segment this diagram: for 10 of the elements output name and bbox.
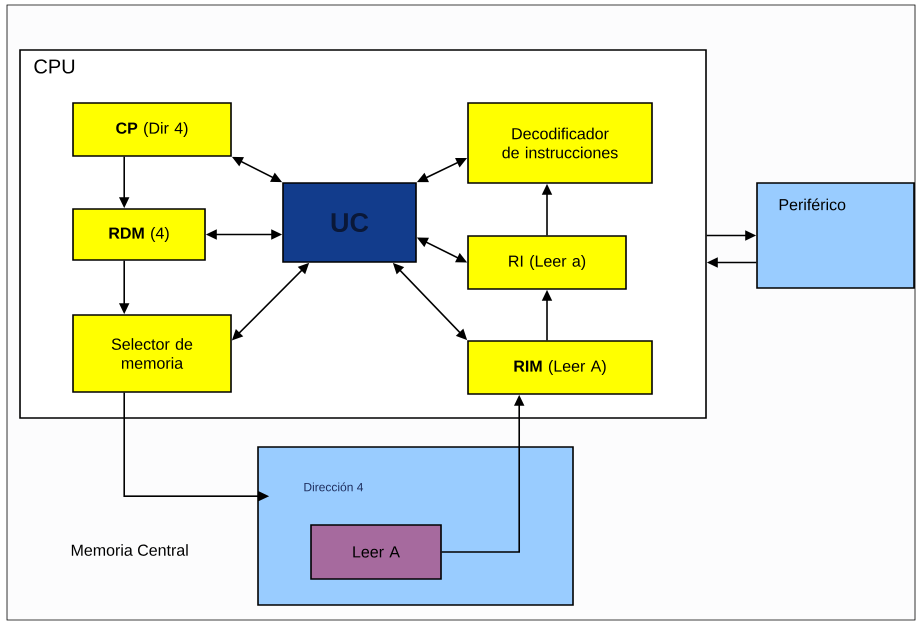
register-box: Decodificador de instrucciones [467,102,653,184]
register-box: RDM (4) [72,208,206,261]
memory-label: Memoria Central [72,544,188,556]
register-box: Selector de memoria [72,314,232,393]
register-box: RI (Leer a) [467,235,627,290]
register-box: RIM (Leer A) [467,340,653,395]
peripheral-box: Periférico [756,182,915,289]
control-unit-box: UC [282,182,417,263]
register-box: CP (Dir 4) [72,102,232,157]
register-box: Leer A [310,524,442,580]
